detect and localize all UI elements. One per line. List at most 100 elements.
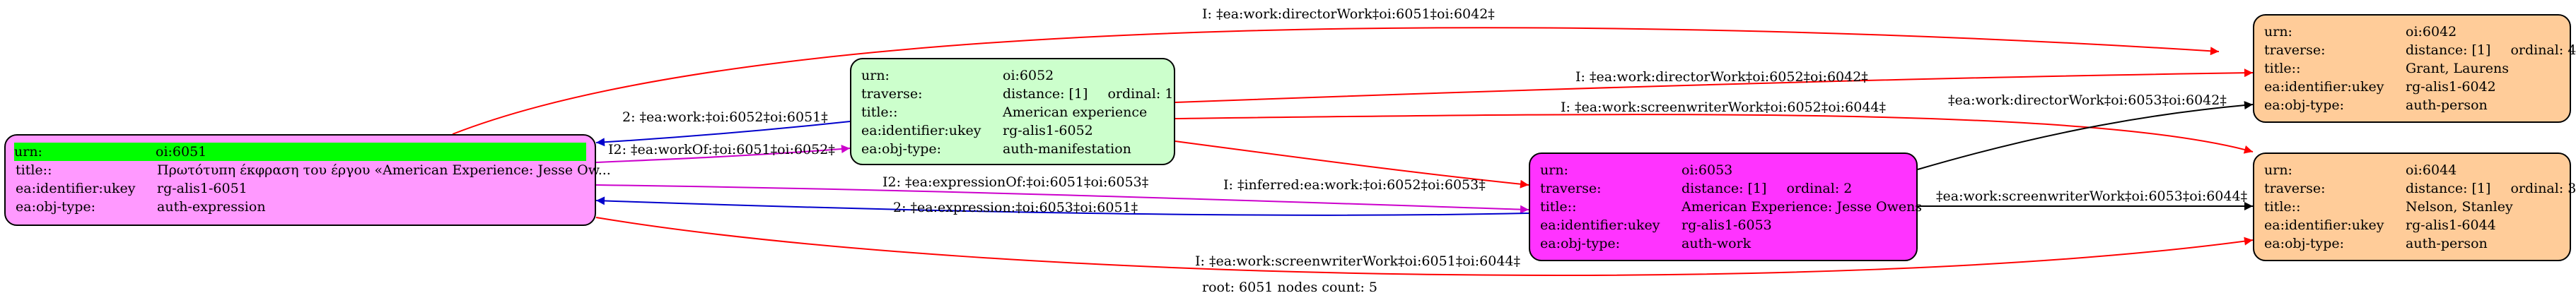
edge-line	[1175, 140, 1529, 189]
edge-label: I: ‡ea:work:directorWork‡oi:6052‡oi:6042…	[1575, 69, 1868, 85]
row-value: distance: [1] ordinal: 4	[2406, 41, 2576, 59]
node-row: urn: oi:6044	[2264, 161, 2563, 179]
row-value: auth-person	[2406, 97, 2488, 113]
row-key: title::	[2264, 61, 2301, 76]
node-row: ea:obj-type: auth-person	[2264, 234, 2563, 253]
row-value: American experience	[1003, 104, 1148, 120]
row-key: title::	[16, 162, 52, 178]
node-row: urn: oi:6053	[1540, 161, 1909, 179]
node-row: ea:identifier:ukey rg-alis1-6053	[1540, 216, 1909, 234]
node-oi-6044[interactable]: urn: oi:6044 traverse: distance: [1] ordi…	[2253, 152, 2576, 261]
row-value: rg-alis1-6053	[1682, 217, 1772, 233]
edge-label: I2: ‡ea:workOf:‡oi:6051‡oi:6052‡	[608, 142, 835, 157]
row-key: urn:	[2264, 162, 2292, 178]
distance-value: distance: [1]	[1003, 86, 1088, 102]
row-key: ea:identifier:ukey	[16, 181, 136, 196]
node-oi-6052[interactable]: urn: oi:6052 traverse: distance: [1] ordi…	[850, 58, 1175, 165]
row-value: auth-expression	[157, 199, 266, 215]
edge-line	[1175, 68, 2254, 103]
distance-value: distance: [1]	[2406, 42, 2491, 58]
edge-label: I: ‡ea:work:directorWork‡oi:6051‡oi:6042…	[1202, 6, 1495, 22]
row-key: traverse:	[2264, 181, 2326, 196]
node-row: traverse: distance: [1] ordinal: 1	[861, 85, 1173, 103]
row-key: urn:	[861, 68, 890, 83]
row-key: urn:	[2264, 24, 2292, 40]
ordinal-value: ordinal: 2	[1786, 181, 1853, 196]
row-key: ea:obj-type:	[16, 199, 96, 215]
node-row: ea:identifier:ukey rg-alis1-6052	[861, 121, 1167, 140]
edge-line	[595, 217, 2254, 276]
node-oi-6051[interactable]: urn: oi:6051 title:: Πρωτότυπη έκφραση τ…	[4, 134, 611, 226]
node-row: ea:obj-type: auth-manifestation	[861, 140, 1167, 158]
node-row: urn: oi:6042	[2264, 23, 2563, 41]
row-key: traverse:	[861, 86, 923, 102]
row-key: traverse:	[2264, 42, 2326, 58]
node-row: urn: oi:6051	[14, 143, 586, 161]
edge-line	[1917, 101, 2254, 170]
edge-line	[595, 184, 1529, 214]
row-key: ea:obj-type:	[2264, 97, 2345, 113]
node-row: traverse: distance: [1] ordinal: 4	[2264, 41, 2576, 59]
edge-label: I: ‡ea:work:screenwriterWork‡oi:6052‡oi:…	[1561, 100, 1886, 115]
row-value: oi:6053	[1682, 162, 1733, 178]
row-value: auth-work	[1682, 236, 1752, 251]
node-row: traverse: distance: [1] ordinal: 3	[2264, 179, 2576, 198]
row-key: ea:identifier:ukey	[1540, 217, 1660, 233]
node-row: urn: oi:6052	[861, 66, 1167, 85]
distance-value: distance: [1]	[1682, 181, 1767, 196]
row-value: Nelson, Stanley	[2406, 199, 2513, 215]
row-key: ea:identifier:ukey	[861, 123, 981, 138]
node-row: title:: American experience	[861, 103, 1167, 121]
row-value: oi:6042	[2406, 24, 2457, 40]
node-row: traverse: distance: [1]ordinal: 2	[1540, 179, 1909, 198]
node-row: ea:identifier:ukey rg-alis1-6044	[2264, 216, 2563, 234]
row-value: distance: [1] ordinal: 1	[1003, 85, 1173, 103]
row-value: Grant, Laurens	[2406, 61, 2510, 76]
row-key: ea:identifier:ukey	[2264, 217, 2384, 233]
row-value: rg-alis1-6042	[2406, 79, 2496, 95]
row-value: Πρωτότυπη έκφραση του έργου «American Ex…	[157, 162, 611, 178]
edge-line	[595, 144, 851, 163]
edge-label: I2: ‡ea:expressionOf:‡oi:6051‡oi:6053‡	[882, 174, 1148, 190]
node-row: ea:obj-type: auth-person	[2264, 96, 2563, 114]
row-key: title::	[2264, 199, 2301, 215]
row-key: ea:obj-type:	[2264, 236, 2345, 251]
edge-line	[595, 121, 851, 147]
node-row: title:: Nelson, Stanley	[2264, 198, 2563, 216]
row-value: rg-alis1-6052	[1003, 123, 1093, 138]
row-key: ea:obj-type:	[1540, 236, 1621, 251]
node-row: ea:obj-type: auth-work	[1540, 234, 1909, 253]
edge-label: ‡ea:work:directorWork‡oi:6053‡oi:6042‡	[1948, 92, 2227, 108]
node-oi-6042[interactable]: urn: oi:6042 traverse: distance: [1] ordi…	[2253, 14, 2576, 123]
ordinal-value: ordinal: 1	[1107, 86, 1174, 102]
edge-line	[452, 27, 2220, 135]
edge-label: ‡ea:work:screenwriterWork‡oi:6053‡oi:604…	[1936, 189, 2247, 204]
node-row: ea:obj-type: auth-expression	[16, 198, 588, 216]
row-value: distance: [1] ordinal: 2	[1682, 179, 1909, 198]
row-value: auth-person	[2406, 236, 2488, 251]
node-row: title:: American Experience: Jesse Owens	[1540, 198, 1923, 216]
node-oi-6053[interactable]: urn: oi:6053 traverse: distance: [1]ordi…	[1529, 152, 1923, 261]
row-value: rg-alis1-6044	[2406, 217, 2496, 233]
row-key: urn:	[14, 144, 42, 160]
row-value: distance: [1] ordinal: 3	[2406, 179, 2576, 198]
ordinal-value: ordinal: 4	[2510, 42, 2576, 58]
row-value: American Experience: Jesse Owens	[1682, 199, 1923, 215]
edge-label: I: ‡inferred:ea:work:‡oi:6052‡oi:6053‡	[1223, 177, 1486, 193]
row-value: rg-alis1-6051	[157, 181, 247, 196]
distance-value: distance: [1]	[2406, 181, 2491, 196]
ordinal-value: ordinal: 3	[2510, 181, 2576, 196]
row-key: urn:	[1540, 162, 1568, 178]
edge-line	[1175, 114, 2254, 154]
node-row: title:: Grant, Laurens	[2264, 59, 2563, 78]
node-row: title:: Πρωτότυπη έκφραση του έργου «Ame…	[16, 161, 611, 179]
row-value: oi:6051	[156, 144, 207, 160]
edge-line	[595, 196, 1529, 216]
graph-footer: root: 6051 nodes count: 5	[1202, 280, 1378, 295]
node-row: ea:identifier:ukey rg-alis1-6051	[16, 179, 588, 198]
row-key: title::	[1540, 199, 1577, 215]
row-value: oi:6052	[1003, 68, 1054, 83]
edge-label: I: ‡ea:work:screenwriterWork‡oi:6051‡oi:…	[1195, 253, 1520, 269]
edge-label: 2: ‡ea:work:‡oi:6052‡oi:6051‡	[622, 109, 828, 125]
